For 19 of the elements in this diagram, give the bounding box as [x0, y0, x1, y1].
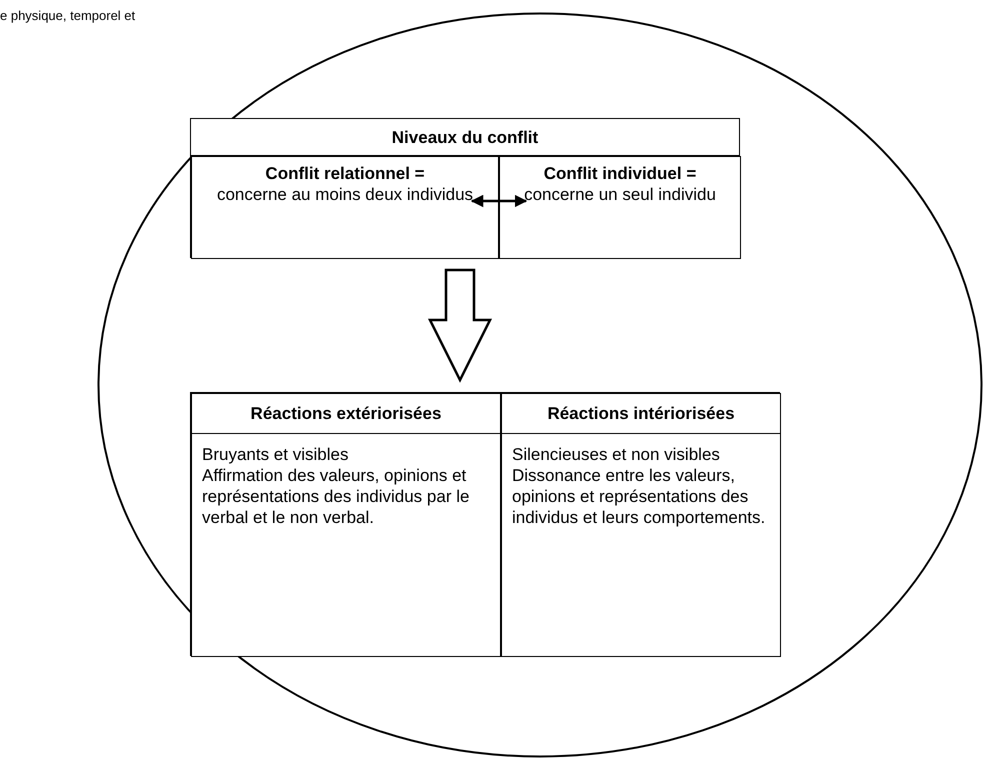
column-text: Silencieuses et non visibles: [511, 444, 721, 465]
table-column: [191, 393, 501, 657]
note-text: e physique, temporel et: [0, 8, 136, 23]
table: [190, 392, 780, 656]
column-text: Affirmation des valeurs, opinions et représentations des individus par le verbal et le non verbal.: [201, 465, 470, 528]
column-heading: Réactions extériorisées: [192, 394, 500, 434]
hollow-arrow: [428, 268, 492, 383]
cell-text: concerne au moins deux individus: [216, 184, 474, 205]
double-arrow: [470, 194, 528, 208]
cell-heading: Conflit individuel =: [542, 163, 698, 184]
table-column: [501, 393, 781, 657]
table-cell: [499, 156, 741, 259]
cell-heading: Conflit relationnel =: [264, 163, 426, 184]
column-heading: Réactions intériorisées: [502, 394, 780, 434]
table-cell: [191, 156, 499, 259]
column-text: Bruyants et visibles: [201, 444, 350, 465]
table: [190, 118, 740, 258]
column-text: Dissonance entre les valeurs, opinions et représentations des individus et leurs comportements.: [511, 465, 766, 528]
cell-text: concerne un seul individu: [523, 184, 717, 205]
